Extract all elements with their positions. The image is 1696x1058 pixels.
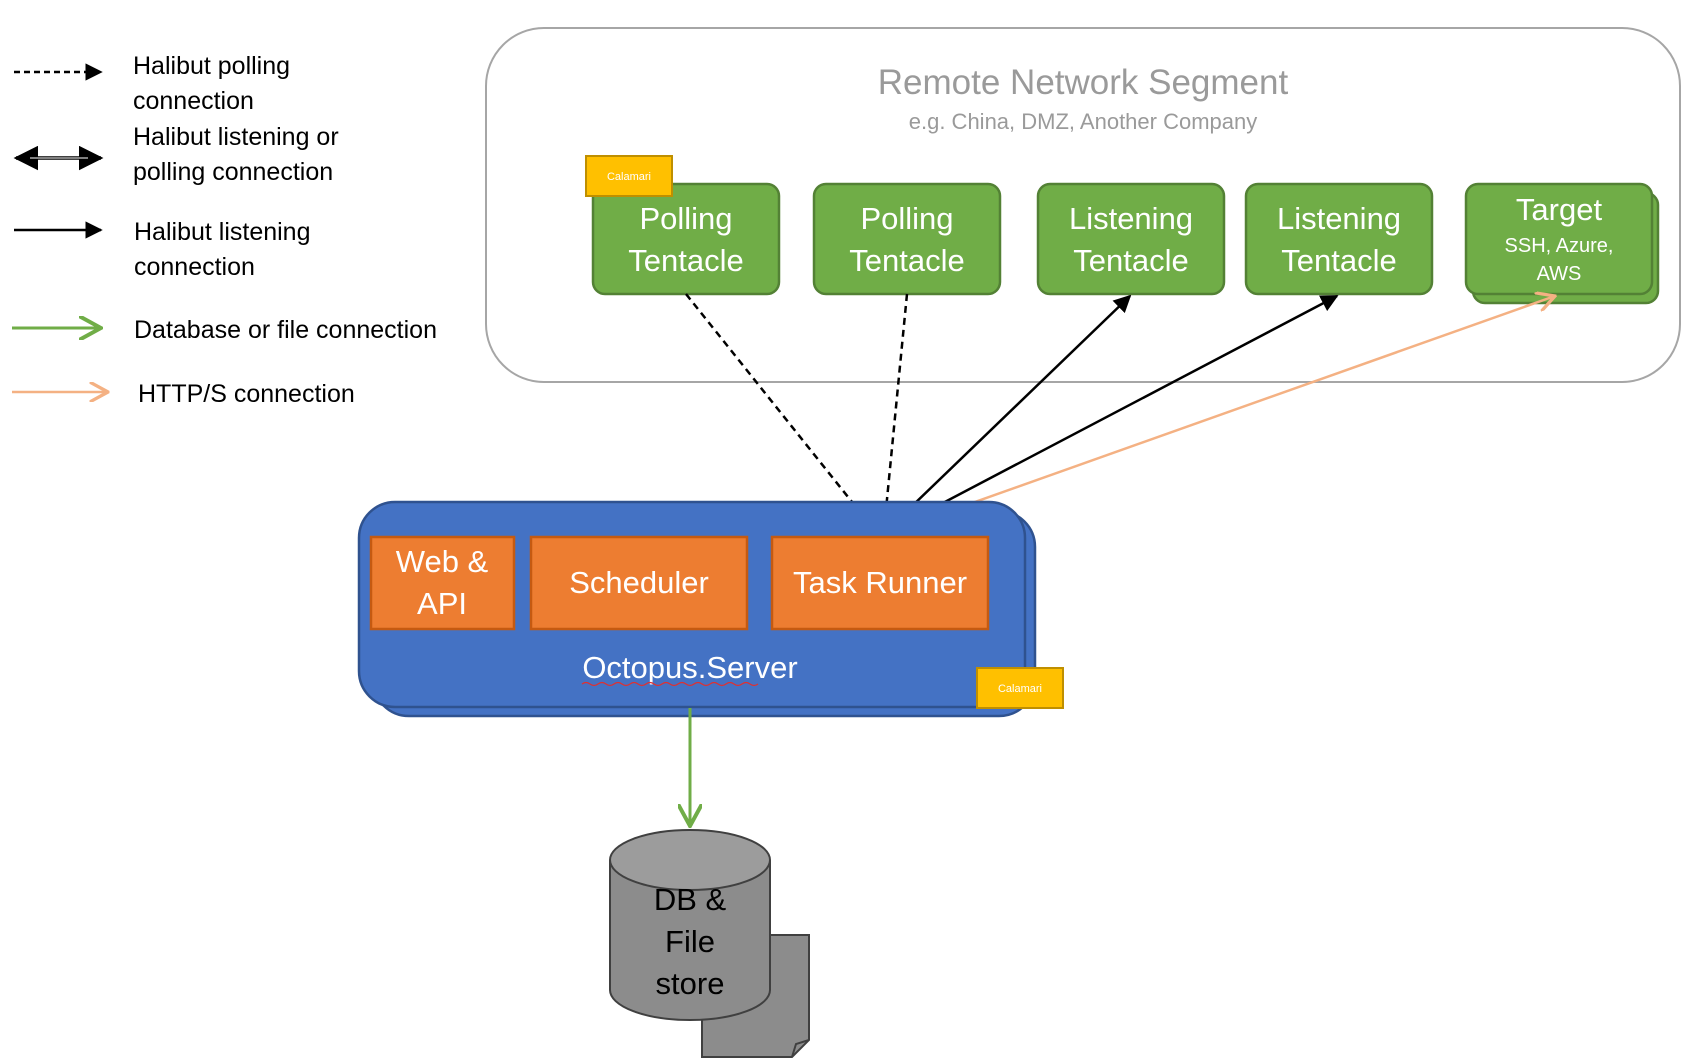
calamari-box (585, 155, 673, 197)
target-sub-line2: AWS (1537, 263, 1582, 285)
calamari-label: Calamari (607, 171, 651, 183)
polling-connection-1 (685, 293, 878, 534)
spellcheck-underline (581, 681, 759, 687)
target-title: Target (1516, 192, 1603, 227)
octopus-server: Web & API Scheduler Task Runner Octopus.… (357, 500, 1037, 718)
db-label-line2: File (665, 924, 715, 959)
tentacle-label-line2: Tentacle (1281, 243, 1396, 278)
connections (685, 293, 1555, 537)
tentacle-label-line1: Polling (639, 201, 732, 236)
db-file-store: DB & File store (609, 829, 810, 1058)
file-fold (791, 1039, 810, 1058)
legend-polling-line1: Halibut polling (133, 52, 290, 80)
tentacle-polling-1: Polling Tentacle (591, 182, 781, 296)
listening-connection-1 (881, 294, 1132, 536)
web-api-line2: API (417, 586, 467, 621)
tentacle-label-line2: Tentacle (849, 243, 964, 278)
polling-connection-2 (876, 293, 909, 532)
tentacle-listening-1: Listening Tentacle (1036, 182, 1226, 296)
legend-https-label: HTTP/S connection (138, 380, 355, 408)
segment-subtitle: e.g. China, DMZ, Another Company (909, 109, 1258, 134)
calamari-label: Calamari (998, 683, 1042, 695)
calamari-badge-tentacle: Calamari (585, 155, 673, 197)
component-box (529, 535, 749, 631)
tentacle-polling-2: Polling Tentacle (812, 182, 1002, 296)
target-box (1464, 182, 1654, 296)
server-label: Octopus.Server (582, 650, 797, 685)
legend-database-label: Database or file connection (134, 316, 437, 344)
scheduler-label: Scheduler (569, 565, 709, 600)
legend-listening-line1: Halibut listening (134, 218, 311, 246)
task-runner-label: Task Runner (793, 565, 967, 600)
cylinder-body (609, 860, 771, 1021)
legend: Halibut polling connection Halibut liste… (12, 52, 437, 408)
target-sub-line1: SSH, Azure, (1505, 235, 1614, 257)
legend-listening-line2: connection (134, 253, 255, 281)
web-api-line1: Web & (396, 544, 489, 579)
db-label-line1: DB & (654, 882, 727, 917)
legend-polling-line2: connection (133, 87, 254, 115)
task-runner-component: Task Runner (770, 535, 990, 631)
target-stack: Target SSH, Azure, AWS (1464, 182, 1660, 305)
scheduler-component: Scheduler (529, 535, 749, 631)
tentacle-label-line2: Tentacle (628, 243, 743, 278)
db-label-line3: store (656, 966, 725, 1001)
cylinder-top (609, 829, 771, 891)
tentacle-box (1036, 182, 1226, 296)
tentacle-label-line2: Tentacle (1073, 243, 1188, 278)
component-box (369, 535, 516, 631)
tentacle-label-line1: Polling (860, 201, 953, 236)
https-connection (881, 296, 1555, 537)
legend-listening-or-polling-line1: Halibut listening or (133, 123, 339, 151)
component-box (770, 535, 990, 631)
tentacle-box (1244, 182, 1434, 296)
legend-listening-or-polling-line2: polling connection (133, 158, 333, 186)
tentacle-listening-2: Listening Tentacle (1244, 182, 1434, 296)
calamari-badge-server: Calamari (976, 667, 1064, 709)
web-api-component: Web & API (369, 535, 516, 631)
calamari-box (976, 667, 1064, 709)
tentacle-label-line1: Listening (1277, 201, 1401, 236)
segment-title: Remote Network Segment (878, 63, 1289, 102)
listening-connection-2 (881, 294, 1339, 537)
tentacle-label-line1: Listening (1069, 201, 1193, 236)
